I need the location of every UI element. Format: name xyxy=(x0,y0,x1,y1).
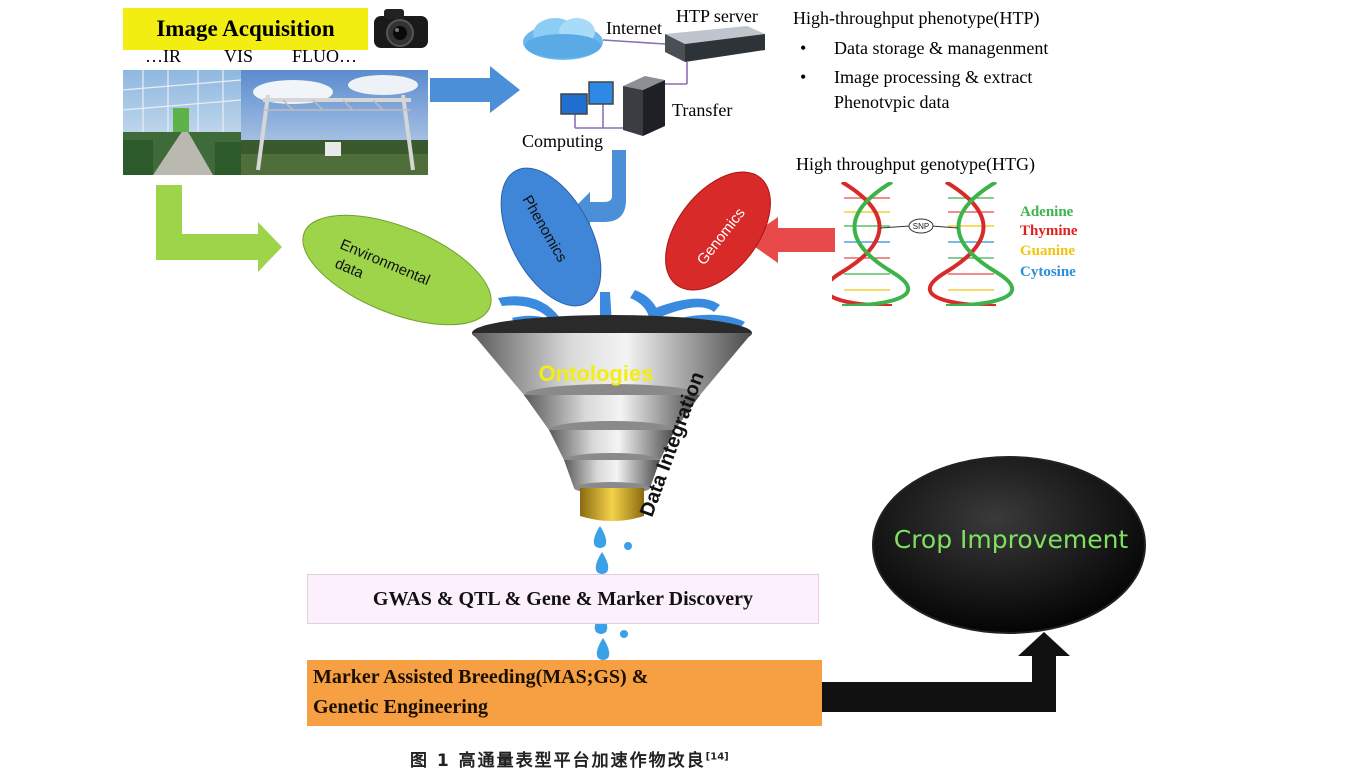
transfer-label: Transfer xyxy=(672,100,733,120)
gwas-label: GWAS & QTL & Gene & Marker Discovery xyxy=(372,587,754,610)
internet-label: Internet xyxy=(606,18,662,38)
base-thymine: Thymine xyxy=(1020,223,1078,239)
mas-line-2: Genetic Engineering xyxy=(313,696,488,718)
htp-bullet-processing-cont: Phenotvpic data xyxy=(834,92,950,112)
phenomics-oval xyxy=(500,167,602,307)
water-drops xyxy=(593,526,632,660)
acquisition-title-box xyxy=(123,8,368,50)
base-guanine: Guanine xyxy=(1020,243,1076,259)
caption-reference: [14] xyxy=(705,751,729,763)
computing-label: Computing xyxy=(522,131,604,151)
red-arrow-genomics xyxy=(745,217,835,263)
htg-title: High throughput genotype(HTG) xyxy=(796,154,1035,174)
dna-helix-illustration: SNP xyxy=(832,182,1015,306)
base-adenine: Adenine xyxy=(1020,204,1074,220)
figure-caption: 图 1 高通量表型平台加速作物改良[14] xyxy=(410,746,729,771)
server-label: HTP server xyxy=(676,6,758,26)
mas-breeding-text: Marker Assisted Breeding(MAS;GS) & Genet… xyxy=(313,662,648,722)
acquisition-title: Image Acquisition xyxy=(156,16,335,41)
htp-bullet-processing: Image processing & extract xyxy=(834,67,1033,87)
mode-ir-label: …IR xyxy=(145,46,181,66)
arrow-to-crop xyxy=(822,632,1070,712)
mas-breeding-box xyxy=(307,660,822,726)
mode-fluo-label: FLUO… xyxy=(292,46,358,66)
cloud-icon xyxy=(523,18,603,60)
arrow-to-network xyxy=(430,66,520,113)
crop-improvement-label: Crop Improvement xyxy=(893,525,1129,554)
server-icon xyxy=(665,26,765,62)
snp-label: SNP xyxy=(913,222,929,231)
mas-line-1: Marker Assisted Breeding(MAS;GS) & xyxy=(313,666,649,688)
camera-icon xyxy=(374,9,428,48)
base-cytosine: Cytosine xyxy=(1020,264,1076,280)
computer-tower-icon xyxy=(623,76,665,136)
caption-text: 图 1 高通量表型平台加速作物改良 xyxy=(410,751,706,771)
mode-vis-label: VIS xyxy=(224,46,254,66)
environmental-data-oval xyxy=(302,214,492,326)
htp-title: High-throughput phenotype(HTP) xyxy=(793,8,1040,28)
phenotyping-facility-photo xyxy=(123,70,428,175)
blue-arrow-phenomics xyxy=(570,150,626,232)
genomics-oval xyxy=(665,171,771,291)
network-diagram xyxy=(523,18,765,136)
htp-bullet-storage: Data storage & managenment xyxy=(834,38,1049,58)
bullet-icon: • xyxy=(800,67,807,87)
bullet-icon: • xyxy=(800,38,807,58)
gwas-discovery-box: GWAS & QTL & Gene & Marker Discovery xyxy=(307,574,819,624)
monitor-icons xyxy=(560,81,614,115)
crop-improvement-oval xyxy=(872,456,1146,634)
ontologies-label: Ontologies xyxy=(539,361,654,386)
integration-funnel xyxy=(472,315,752,521)
green-arrow-environment xyxy=(156,185,282,272)
